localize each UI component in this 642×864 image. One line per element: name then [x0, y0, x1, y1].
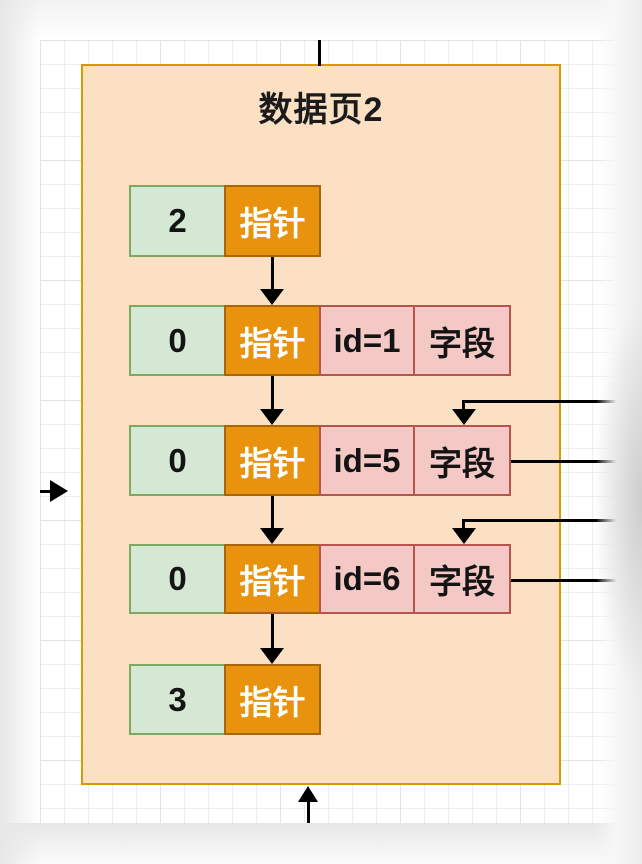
bottom-edge-shadow	[0, 823, 642, 864]
arrow-right-icon	[50, 480, 68, 502]
bottom-arrow-line	[307, 802, 310, 823]
incoming-elbow-drop-row4	[462, 519, 465, 531]
pointer-cell: 指针	[224, 305, 321, 376]
record-row: 0 指针 id=1 字段	[129, 305, 511, 376]
record-count-cell: 3	[129, 664, 226, 735]
arrow-down-icon	[260, 289, 284, 305]
data-page-title: 数据页2	[258, 91, 384, 129]
record-row: 0 指针 id=6 字段	[129, 544, 511, 614]
record-id-cell: id=6	[319, 544, 415, 614]
record-flag-cell: 0	[129, 544, 226, 614]
arrow-down-icon	[452, 528, 476, 544]
pointer-cell: 指针	[224, 664, 321, 735]
top-connector-line	[318, 40, 321, 66]
outgoing-line-row4	[511, 579, 642, 582]
incoming-elbow-drop-row3	[462, 400, 465, 412]
arrow-line-row4-row5	[271, 614, 274, 650]
top-edge-shadow	[0, 0, 642, 40]
pointer-cell: 指针	[224, 185, 321, 257]
record-flag-cell: 0	[129, 425, 226, 496]
record-field-cell: 字段	[413, 305, 511, 376]
incoming-elbow-line-row3	[463, 400, 642, 403]
record-id-cell: id=5	[319, 425, 415, 496]
arrow-line-row3-row4	[271, 496, 274, 530]
record-row: 0 指针 id=5 字段	[129, 425, 511, 496]
arrow-up-icon	[298, 786, 318, 802]
left-arrow-line	[40, 490, 52, 493]
arrow-line-row1-row2	[271, 257, 274, 291]
incoming-elbow-line-row4	[463, 519, 642, 522]
record-count-cell: 2	[129, 185, 226, 257]
record-id-cell: id=1	[319, 305, 415, 376]
record-row: 3 指针	[129, 664, 321, 735]
record-field-cell: 字段	[413, 544, 511, 614]
left-edge-shadow	[0, 0, 40, 864]
arrow-down-icon	[260, 528, 284, 544]
pointer-cell: 指针	[224, 544, 321, 614]
pointer-cell: 指针	[224, 425, 321, 496]
arrow-down-icon	[452, 409, 476, 425]
record-row: 2 指针	[129, 185, 321, 257]
arrow-line-row2-row3	[271, 376, 274, 411]
record-field-cell: 字段	[413, 425, 511, 496]
arrow-down-icon	[260, 409, 284, 425]
outgoing-line-row3	[511, 460, 642, 463]
arrow-down-icon	[260, 648, 284, 664]
record-flag-cell: 0	[129, 305, 226, 376]
